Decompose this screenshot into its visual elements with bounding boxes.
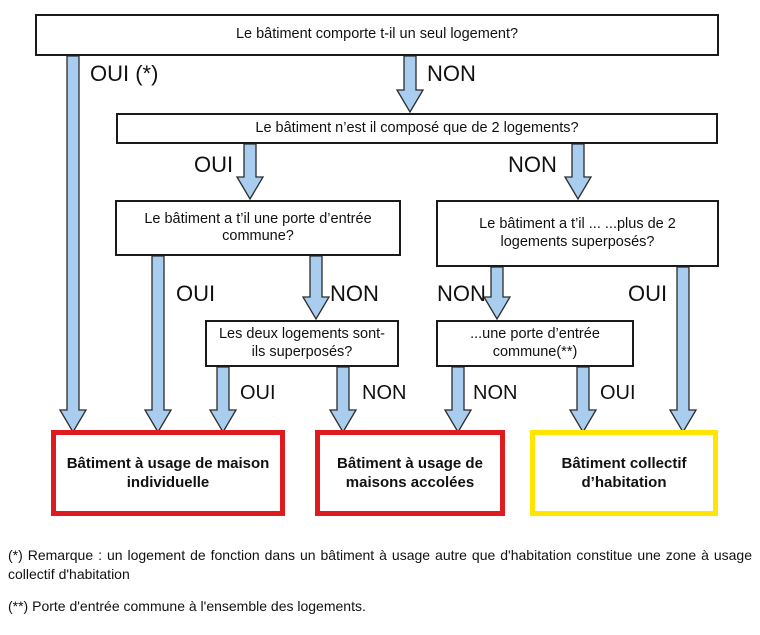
result-box-maisons-accolees[interactable]: Bâtiment à usage de maisons accolées [315, 430, 505, 516]
result-text: Bâtiment à usage de maison individuelle [66, 454, 270, 492]
edge-label-oui-q5: OUI [240, 382, 276, 404]
edge-label-oui-q3: OUI [176, 281, 216, 306]
question-box-q1[interactable]: Le bâtiment comporte t-il un seul logeme… [35, 14, 719, 56]
edge-label-non-q4: NON [437, 281, 486, 306]
result-box-maison-individuelle[interactable]: Bâtiment à usage de maison individuelle [51, 430, 285, 516]
arrow-q3-non-to-q5 [301, 255, 331, 321]
arrow-q1-oui-to-maison-individuelle [58, 55, 88, 434]
result-text: Bâtiment collectif d’habitation [561, 454, 687, 492]
footnote-double-star: (**) Porte d'entrée commune à l'ensemble… [8, 598, 366, 614]
arrow-q2-oui-to-q3 [235, 143, 265, 201]
question-text: Le bâtiment comporte t-il un seul logeme… [235, 26, 519, 43]
arrow-q4-oui-to-collectif [668, 266, 698, 434]
footnote-star: (*) Remarque : un logement de fonction d… [8, 547, 752, 582]
edge-label-non-q6: NON [473, 382, 518, 404]
question-text: Le bâtiment a t’il une porte d’entrée co… [144, 210, 372, 244]
question-box-q4[interactable]: Le bâtiment a t’il ... ...plus de 2 loge… [436, 200, 719, 267]
arrow-q5-non-to-maisons-accolees [328, 366, 358, 434]
edge-label-non-q5: NON [362, 382, 407, 404]
arrow-q4-non-to-q6 [482, 266, 512, 321]
edge-label-non-q2: NON [508, 152, 557, 177]
question-text: Le bâtiment n’est il composé que de 2 lo… [255, 119, 579, 136]
edge-label-oui-q2: OUI [194, 152, 234, 177]
question-box-q5[interactable]: Les deux logements sont-ils superposés? [205, 320, 399, 367]
edge-label-oui-star: OUI (*) [90, 61, 159, 86]
arrow-q6-oui-to-collectif [568, 366, 598, 434]
result-text: Bâtiment à usage de maisons accolées [337, 454, 483, 492]
arrow-q6-non-to-maisons-accolees [443, 366, 473, 434]
edge-label-non-q1: NON [427, 61, 476, 86]
question-box-q6[interactable]: ...une porte d’entrée commune(**) [436, 320, 634, 367]
arrow-q2-non-to-q4 [563, 143, 593, 201]
question-box-q2[interactable]: Le bâtiment n’est il composé que de 2 lo… [116, 113, 718, 144]
result-box-collectif-habitation[interactable]: Bâtiment collectif d’habitation [530, 430, 718, 516]
edge-label-oui-q6: OUI [600, 382, 636, 404]
edge-label-oui-q4: OUI [628, 281, 668, 306]
question-box-q3[interactable]: Le bâtiment a t’il une porte d’entrée co… [115, 200, 401, 256]
arrow-q5-oui-to-maison-individuelle [208, 366, 238, 434]
arrow-q3-oui-to-maison-individuelle [143, 255, 173, 434]
arrow-q1-non-to-q2 [395, 55, 425, 114]
question-text: Les deux logements sont-ils superposés? [218, 326, 386, 360]
question-text: Le bâtiment a t’il ... ...plus de 2 loge… [479, 216, 676, 250]
edge-label-non-q3: NON [330, 281, 379, 306]
question-text: ...une porte d’entrée commune(**) [470, 326, 600, 360]
